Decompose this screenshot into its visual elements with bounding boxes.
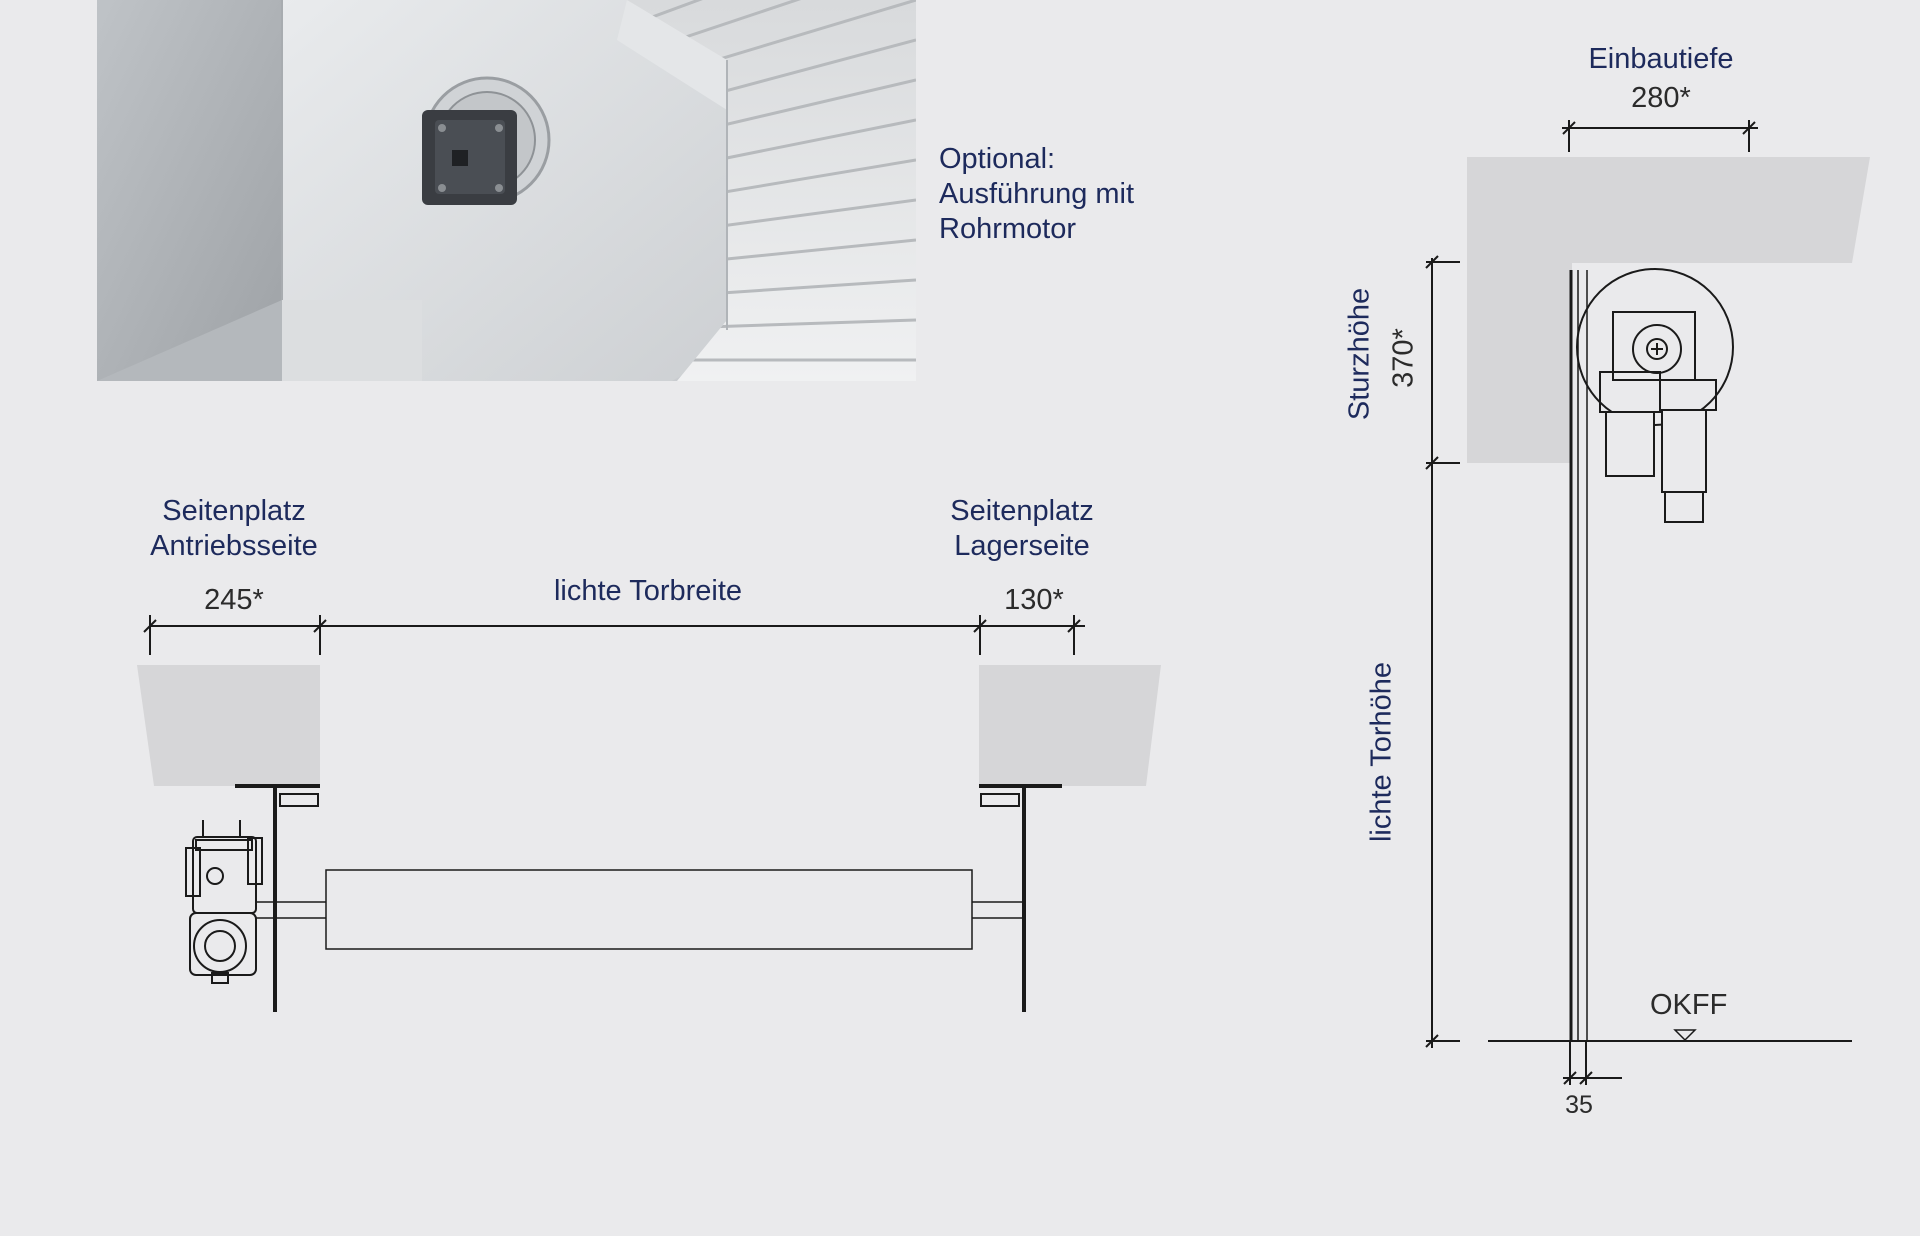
roller-shaft — [325, 869, 973, 950]
tube-motor-photo-render — [97, 0, 916, 381]
left-label-line-2: Antriebsseite — [150, 529, 318, 562]
right-dimension-value: 130* — [1004, 584, 1064, 616]
caption-line-2: Ausführung mit — [939, 177, 1135, 210]
drive-motor-front — [185, 820, 263, 984]
drive-motor-side — [1599, 311, 1717, 523]
clear-width-label: lichte Torbreite — [553, 575, 743, 607]
right-side-space-label: Seitenplatz Lagerseite — [950, 494, 1094, 564]
installation-depth-value: 280* — [1631, 82, 1691, 114]
right-label-line-2: Lagerseite — [954, 529, 1090, 562]
floor-level-label: OKFF — [1650, 989, 1728, 1021]
installation-depth-label: Einbautiefe — [1588, 43, 1734, 75]
tube-motor-photo — [97, 0, 916, 381]
floor-marker — [1673, 1029, 1697, 1042]
guide-width-value: 35 — [1565, 1091, 1593, 1119]
left-label-line-1: Seitenplatz — [162, 495, 306, 527]
caption-line-3: Rohrmotor — [939, 212, 1076, 245]
lintel-height-label: Sturzhöhe — [1343, 287, 1376, 421]
motor-endplate — [422, 76, 551, 205]
left-side-space-label: Seitenplatz Antriebsseite — [150, 494, 318, 564]
wall-left — [137, 665, 320, 786]
lintel-height-value: 370* — [1387, 328, 1420, 388]
left-dimension-value: 245* — [204, 584, 264, 616]
tube-motor-caption: Optional: Ausführung mit Rohrmotor — [939, 142, 1134, 246]
right-label-line-1: Seitenplatz — [950, 495, 1094, 527]
door-coil — [1576, 268, 1734, 426]
caption-line-1: Optional: — [939, 143, 1056, 175]
clear-height-label: lichte Torhöhe — [1365, 661, 1398, 843]
wall-right — [979, 665, 1161, 786]
lintel — [1467, 157, 1870, 463]
